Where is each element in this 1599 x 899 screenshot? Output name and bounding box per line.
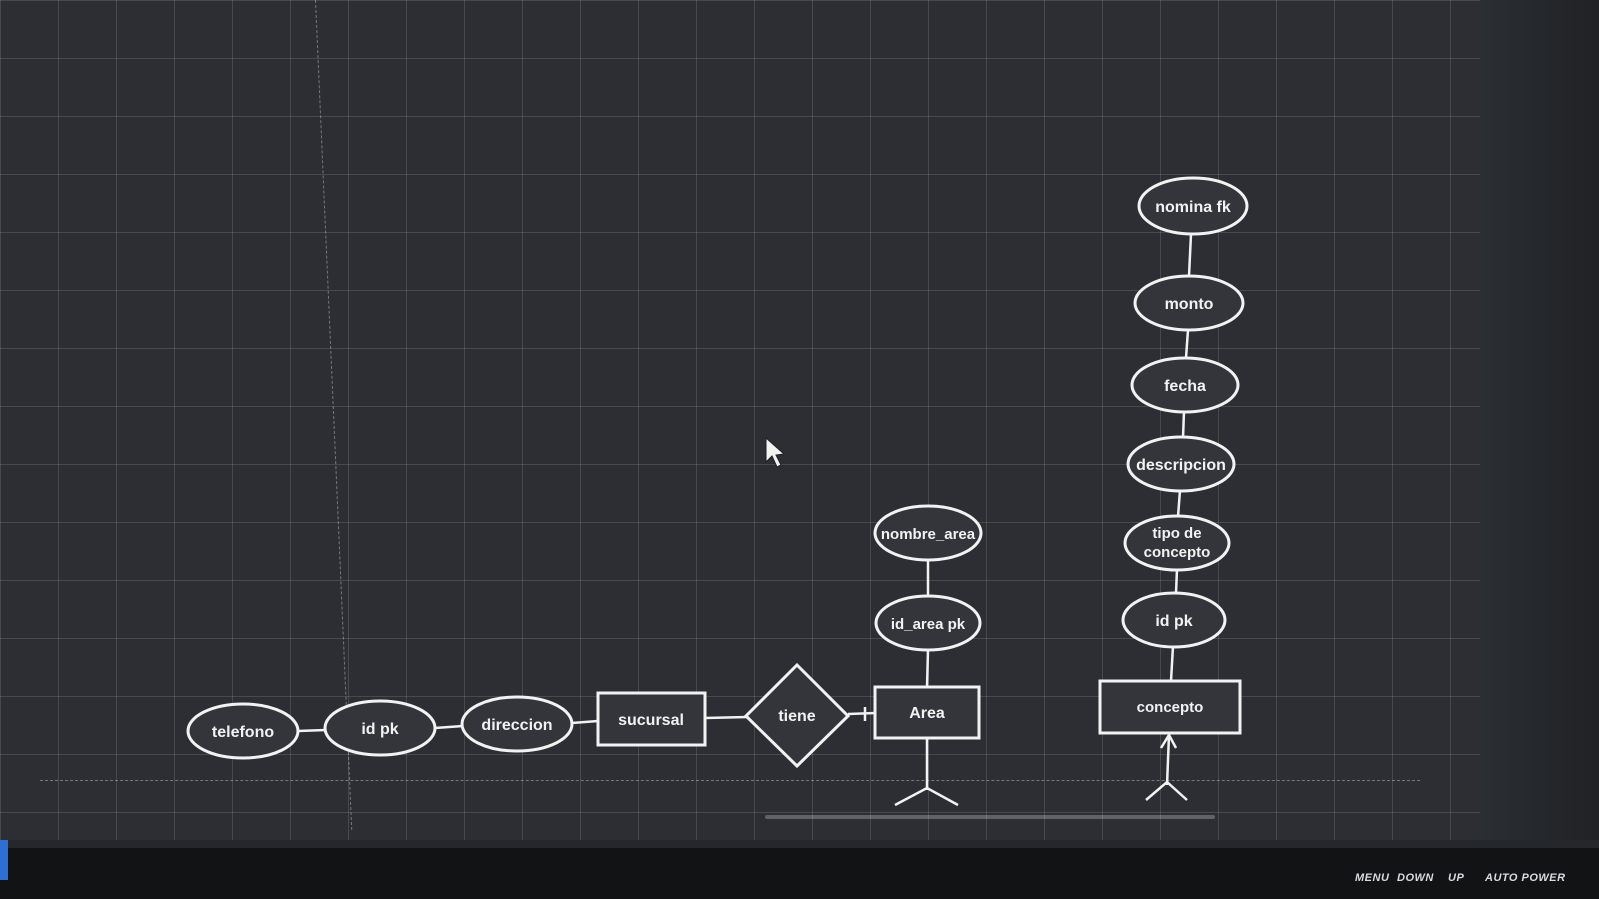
label-monto: monto xyxy=(1165,296,1214,313)
label-concepto: concepto xyxy=(1137,699,1204,716)
crow-foot-marker xyxy=(894,786,959,807)
relationship-tiene[interactable] xyxy=(743,662,851,769)
screen-edge xyxy=(1480,0,1599,848)
label-tiene: tiene xyxy=(778,708,815,725)
label-nombre-area: nombre_area xyxy=(881,526,976,543)
monitor-up-label[interactable]: UP xyxy=(1448,872,1465,884)
label-id-area-pk: id_area pk xyxy=(891,616,966,633)
entity-concepto[interactable] xyxy=(1098,679,1242,735)
label-fecha: fecha xyxy=(1164,378,1206,395)
attribute-direccion[interactable] xyxy=(460,695,574,753)
taskbar-fragment xyxy=(0,840,8,880)
monitor-bezel xyxy=(0,848,1599,899)
label-concepto-id-pk: id pk xyxy=(1155,613,1192,630)
connector-line xyxy=(1165,734,1171,786)
attribute-nombre-area[interactable] xyxy=(873,504,983,562)
diagram-canvas[interactable] xyxy=(0,0,1480,840)
connector-line xyxy=(1174,568,1179,594)
attribute-tipo-de-concepto[interactable] xyxy=(1123,514,1231,572)
label-concepto-line2: concepto xyxy=(1144,544,1211,561)
connector-line xyxy=(925,649,930,688)
mouse-pointer-icon xyxy=(765,436,786,468)
label-id-pk: id pk xyxy=(361,721,398,738)
monitor-bezel-top xyxy=(0,840,1599,850)
label-descripcion: descripcion xyxy=(1136,457,1226,474)
entity-area[interactable] xyxy=(873,685,981,740)
connector-line xyxy=(1169,645,1175,682)
entity-sucursal[interactable] xyxy=(596,691,707,747)
label-sucursal: sucursal xyxy=(618,712,684,729)
attribute-id-pk[interactable] xyxy=(323,699,437,757)
monitor-down-label[interactable]: DOWN xyxy=(1397,872,1434,884)
connector-line xyxy=(1187,233,1193,277)
connector-line xyxy=(847,711,877,716)
label-tipo-de: tipo de xyxy=(1152,525,1201,542)
attribute-descripcion[interactable] xyxy=(1126,435,1236,493)
attribute-concepto-id-pk[interactable] xyxy=(1121,591,1227,649)
monitor-auto-power-label[interactable]: AUTO POWER xyxy=(1485,872,1566,884)
label-direccion: direccion xyxy=(481,717,552,734)
attribute-telefono[interactable] xyxy=(186,702,300,760)
attribute-fecha[interactable] xyxy=(1130,356,1240,414)
connector-line xyxy=(297,728,327,733)
horizontal-scrollbar[interactable] xyxy=(765,815,1215,819)
attribute-nomina-fk[interactable] xyxy=(1137,176,1249,236)
connector-line xyxy=(1176,489,1182,518)
crow-foot-marker xyxy=(1145,780,1188,801)
arrow-marker xyxy=(1159,732,1178,749)
connector-line xyxy=(1184,329,1190,359)
connector-line xyxy=(434,724,464,730)
attribute-monto[interactable] xyxy=(1133,274,1245,332)
label-area: Area xyxy=(909,705,945,722)
attribute-id-area-pk[interactable] xyxy=(874,594,982,652)
page-break-horizontal xyxy=(40,780,1420,781)
connector-line xyxy=(571,719,599,725)
connector-line xyxy=(704,715,749,720)
monitor-menu-label[interactable]: MENU xyxy=(1355,872,1390,884)
connector-line xyxy=(1181,410,1186,439)
label-telefono: telefono xyxy=(212,724,274,741)
label-nomina-fk: nomina fk xyxy=(1155,199,1231,216)
